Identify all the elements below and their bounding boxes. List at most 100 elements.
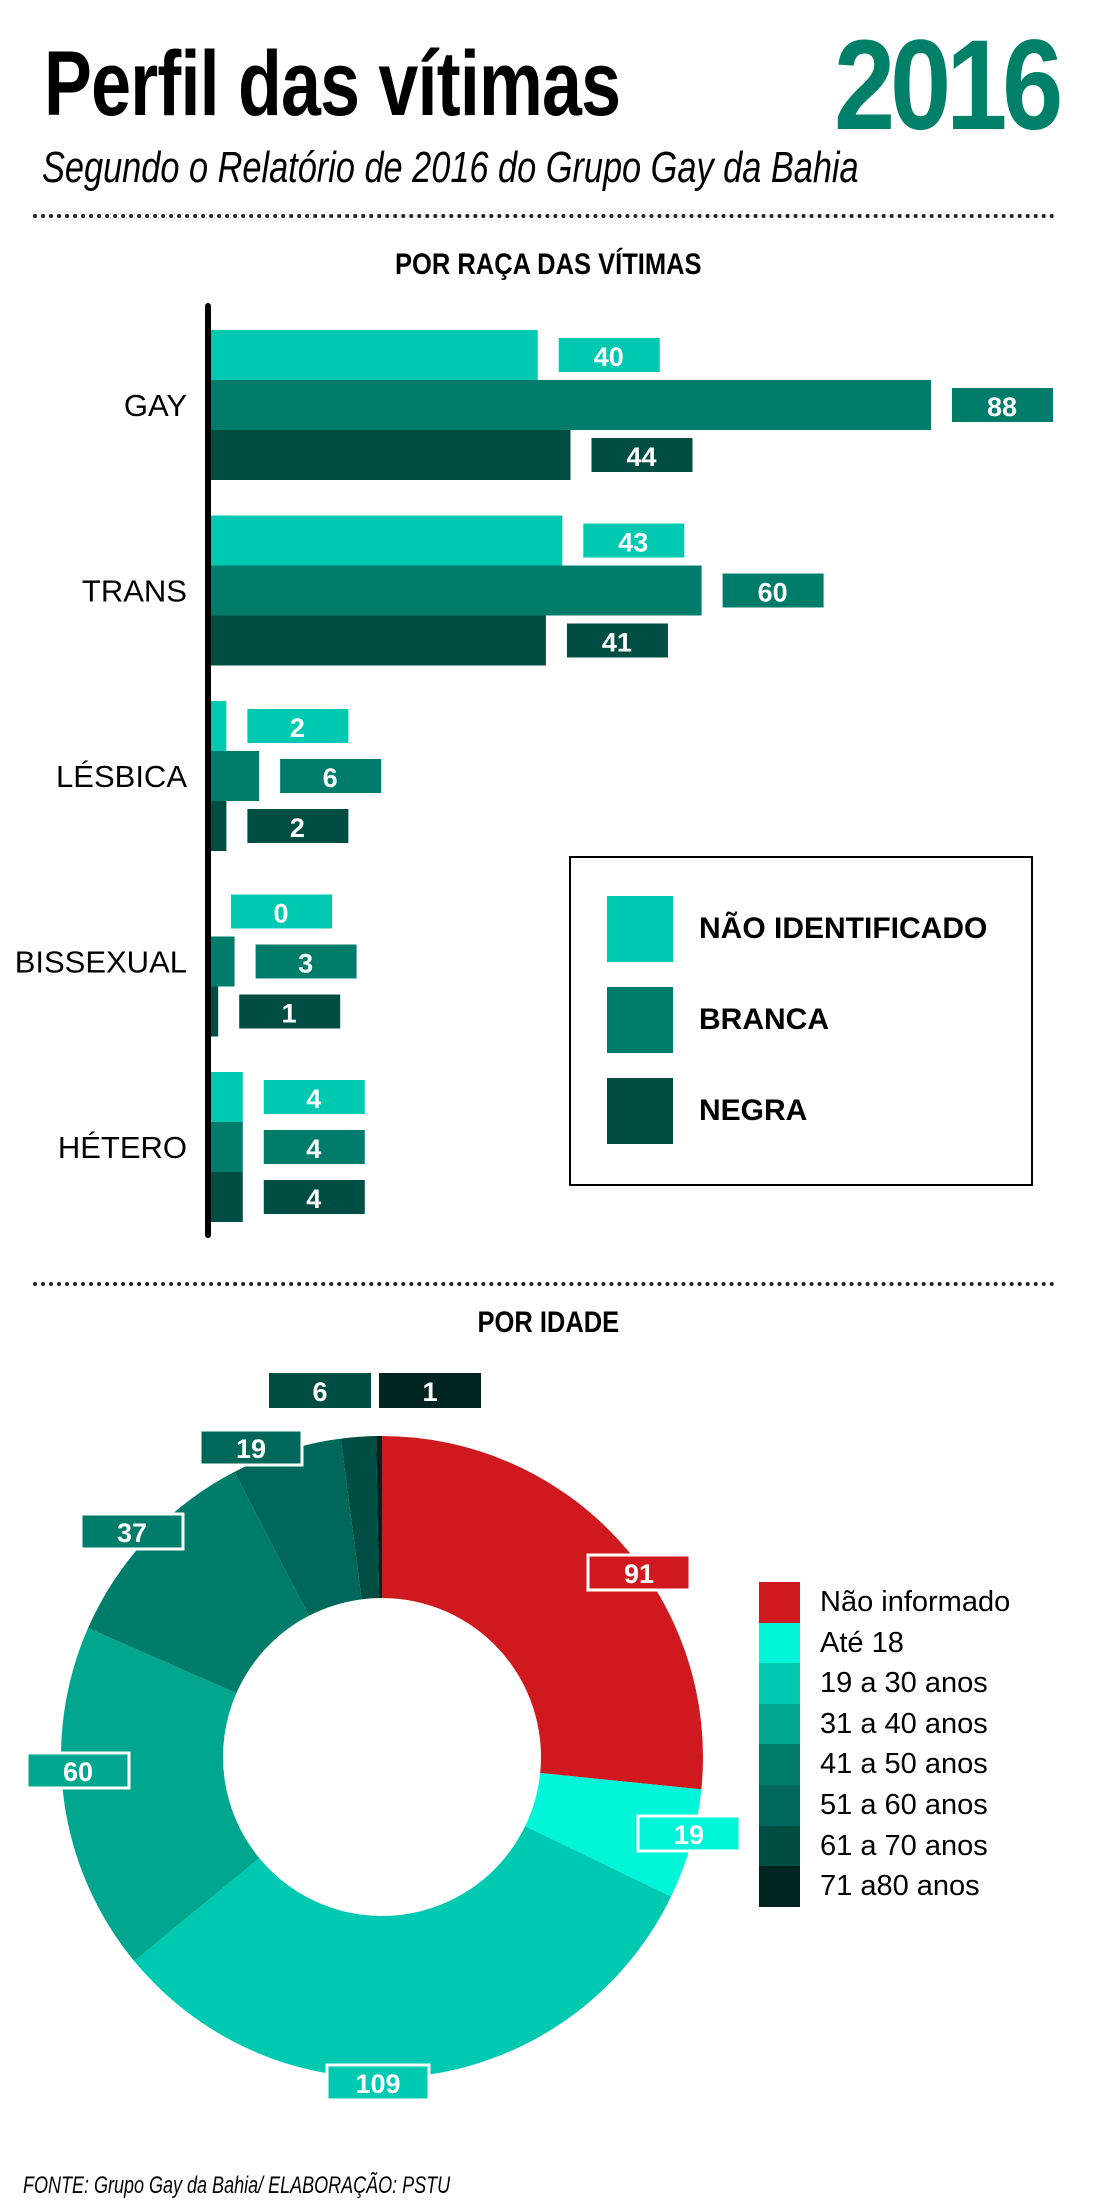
legend-label: 31 a 40 anos [820,1707,988,1740]
bar [210,751,260,801]
race-legend: NÃO IDENTIFICADO BRANCA NEGRA [569,856,1033,1186]
bar [210,1122,243,1172]
bar [210,330,538,380]
donut-slice [234,1438,362,1616]
donut-slice [88,1471,309,1694]
slice-value-box [198,1428,304,1467]
category-label: HÉTERO [58,1130,187,1165]
category-label: BISSEXUAL [15,945,187,980]
slice-value-label: 60 [63,1757,93,1787]
legend-swatch [759,1825,800,1867]
donut-slice [382,1436,704,1790]
value-label: 88 [987,392,1017,422]
legend-label: Até 18 [820,1626,904,1659]
value-label-box [952,388,1053,422]
value-label-box [722,573,824,608]
value-label: 1 [282,999,297,1029]
category-label: TRANS [82,574,187,609]
divider [33,1282,1055,1286]
bar [210,801,227,851]
value-label-box [591,438,693,472]
slice-value-box [269,1373,371,1408]
bar [210,515,563,566]
legend-label: 41 a 50 anos [820,1748,988,1781]
legend-label: 19 a 30 anos [820,1667,988,1700]
value-label-box [558,338,660,372]
race-chart-title-text: POR RAÇA DAS VÍTIMAS [394,248,702,281]
slice-value-box [636,1814,742,1853]
value-label-box [263,1080,365,1114]
value-label: 44 [626,442,656,472]
value-label: 4 [306,1134,321,1164]
slice-value-label: 109 [355,2069,400,2099]
value-label: 2 [290,713,305,743]
legend-label: 61 a 70 anos [820,1829,988,1862]
value-label-box [263,1130,365,1164]
legend-swatch [759,1622,800,1664]
legend-label: 71 a80 anos [820,1870,980,1903]
bar [210,615,546,666]
donut-slice [340,1436,380,1600]
age-chart-title-text: POR IDADE [477,1306,619,1339]
legend-swatch [759,1785,800,1826]
slice-value-box [79,1512,185,1551]
value-label-box [247,809,349,843]
slice-value-label: 37 [117,1518,147,1548]
value-label: 3 [298,949,313,979]
bar [210,380,931,430]
value-label-box [280,759,382,793]
slice-value-box [586,1553,692,1592]
value-label-box [247,709,349,743]
value-label: 41 [602,628,632,658]
bar [210,1172,243,1222]
legend-swatch [759,1866,800,1908]
page-title: Perfil das vítimas [44,33,621,135]
age-chart-title: POR IDADE [0,1308,1096,1338]
value-label-box [583,523,685,558]
legend-swatch-negra [607,1078,673,1144]
value-label-box [263,1180,365,1214]
category-label: GAY [124,388,187,423]
legend-label: 51 a 60 anos [820,1789,988,1821]
bar [210,701,227,751]
legend-label-branca: BRANCA [699,1003,829,1036]
donut-slice [60,1628,260,1962]
legend-swatch [759,1703,800,1745]
value-label: 2 [290,813,305,843]
race-chart-title: POR RAÇA DAS VÍTIMAS [0,250,1096,280]
slice-value-label: 91 [624,1559,654,1589]
value-label: 0 [273,899,288,929]
slice-value-label: 1 [422,1377,437,1407]
value-label: 6 [323,763,338,793]
slice-value-box [25,1751,131,1790]
value-label: 43 [618,528,648,558]
legend-label-nao-identificado: NÃO IDENTIFICADO [699,912,988,945]
category-label: LÉSBICA [56,759,187,794]
source-footer: FONTE: Grupo Gay da Bahia/ ELABORAÇÃO: P… [23,2172,451,2199]
donut-slice [525,1773,702,1897]
divider [33,214,1055,218]
subtitle: Segundo o Relatório de 2016 do Grupo Gay… [42,143,859,192]
race-bar-chart: GAY408844TRANS436041LÉSBICA262BISSEXUAL0… [15,303,1053,1238]
value-label-box [566,623,668,658]
bar [210,936,235,987]
value-label: 4 [306,1084,321,1114]
value-label: 40 [594,342,624,372]
slice-value-label: 19 [674,1820,704,1850]
value-label-box [239,994,341,1029]
bar [210,565,702,616]
legend-swatch-branca [607,987,673,1053]
year-heading: 2016 [834,14,1063,157]
donut-slice [134,1826,672,2078]
slice-value-label: 19 [236,1434,266,1464]
donut-slice [376,1436,382,1599]
bar [210,1072,243,1122]
legend-label: Não informado [820,1586,1011,1618]
value-label: 60 [758,578,788,608]
value-label: 4 [306,1184,321,1214]
legend-swatch [759,1744,800,1786]
bar [210,430,571,480]
value-label-box [255,944,357,979]
